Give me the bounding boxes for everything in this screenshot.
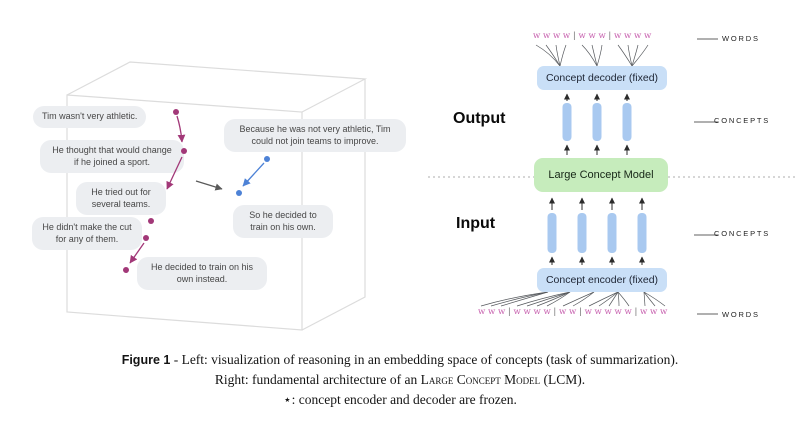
- caption-text-2b: (LCM).: [540, 372, 586, 387]
- large-concept-model-box: Large Concept Model: [534, 158, 668, 192]
- encoder-word-fans: [480, 291, 666, 307]
- caption-smallcaps: Large Concept Model: [420, 372, 541, 387]
- word-separator: |: [576, 307, 585, 317]
- output-concept-bars: [562, 103, 632, 141]
- word-group: w w w w: [513, 307, 551, 317]
- caption-text-2a: Right: fundamental architecture of an: [214, 372, 421, 387]
- input-section-label: Input: [456, 215, 496, 232]
- concept-bubble: He decided to train on his own instead.: [137, 257, 267, 291]
- caption-line-3: ⋆: concept encoder and decoder are froze…: [283, 392, 517, 407]
- summarization-arrow: [195, 180, 223, 191]
- input-concept-bars: [547, 213, 647, 253]
- concepts-label-bottom: CONCEPTS: [714, 229, 771, 238]
- figure-caption: Figure 1 - Left: visualization of reason…: [40, 350, 760, 410]
- concept-encoder-box: Concept encoder (fixed): [537, 268, 667, 292]
- input-words-row: w w w | w w w w | w w | w w w w w | w w …: [478, 307, 667, 317]
- word-separator: |: [631, 307, 641, 317]
- concept-bubble: He thought that would change if he joine…: [40, 140, 184, 174]
- word-group: w w w w: [533, 31, 571, 41]
- flow-arrows: [549, 93, 645, 265]
- word-group: w w: [559, 307, 577, 317]
- concept-bubble: Because he was not very athletic, Tim co…: [224, 119, 406, 153]
- word-group: w w w: [640, 307, 668, 317]
- word-group: w w w: [578, 31, 606, 41]
- summary-path-blue: [236, 156, 270, 196]
- word-separator: |: [505, 307, 514, 317]
- caption-line-2: Right: fundamental architecture of an La…: [40, 370, 760, 390]
- caption-text-1: - Left: visualization of reasoning in an…: [170, 352, 679, 367]
- output-section-label: Output: [453, 110, 506, 127]
- concepts-label-top: CONCEPTS: [714, 116, 771, 125]
- concept-bubble: So he decided to train on his own.: [233, 205, 333, 239]
- source-path-magenta: [123, 109, 187, 273]
- word-separator: |: [550, 307, 560, 317]
- word-separator: |: [605, 31, 615, 41]
- concept-bubble: He tried out for several teams.: [76, 182, 166, 216]
- words-label-top: WORDS: [722, 34, 760, 43]
- concept-bubble: Tim wasn't very athletic.: [33, 106, 147, 128]
- concept-decoder-box: Concept decoder (fixed): [537, 66, 667, 90]
- decoder-word-fans: [535, 44, 649, 67]
- words-label-bottom: WORDS: [722, 310, 760, 319]
- word-group: w w w: [478, 307, 506, 317]
- output-words-row: w w w w | w w w | w w w w: [533, 31, 651, 41]
- figure-label: Figure 1: [121, 353, 171, 367]
- word-group: w w w w: [614, 31, 652, 41]
- word-group: w w w w w: [584, 307, 632, 317]
- caption-line-1: Figure 1 - Left: visualization of reason…: [40, 350, 760, 370]
- label-dashes: [694, 38, 718, 315]
- concept-bubble: He didn't make the cut for any of them.: [32, 217, 142, 251]
- word-separator: |: [570, 31, 579, 41]
